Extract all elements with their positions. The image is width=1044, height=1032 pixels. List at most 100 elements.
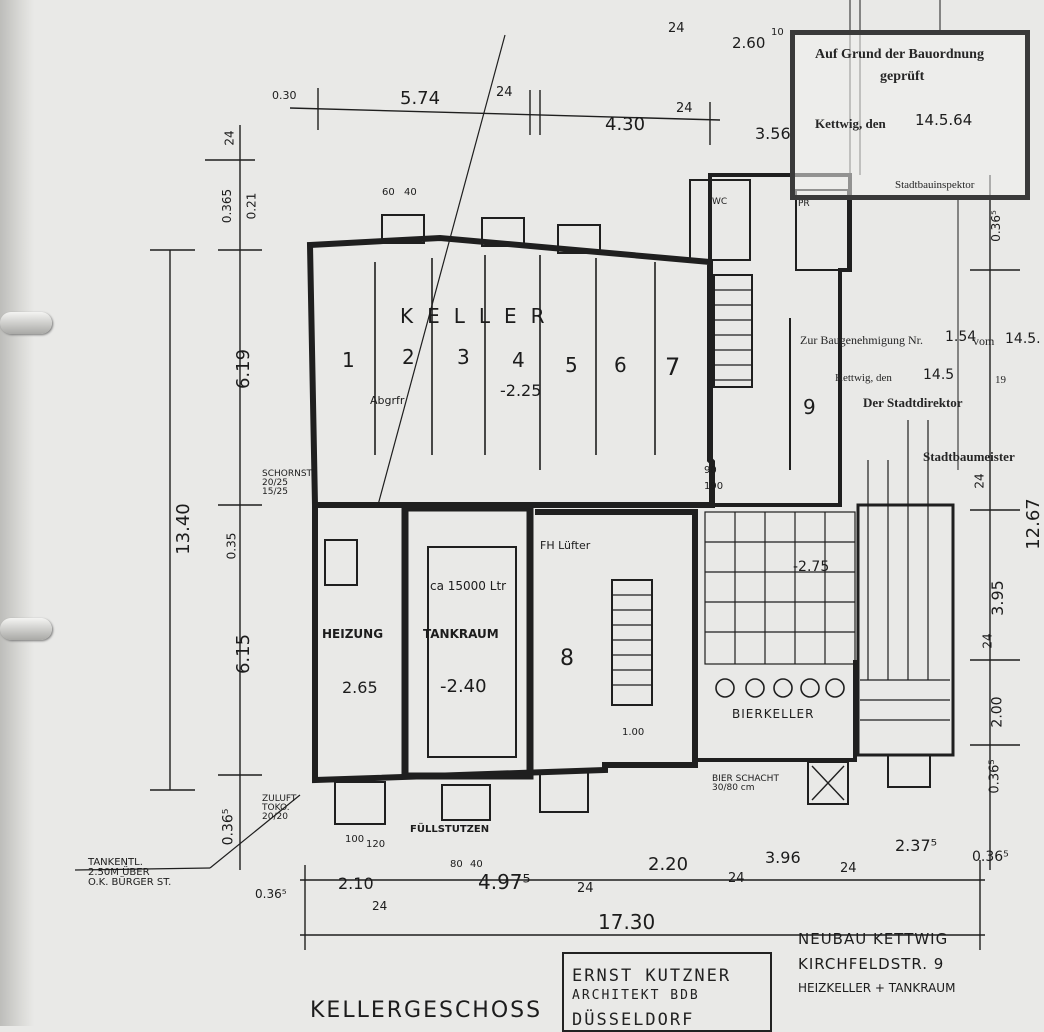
dim-left: 24	[222, 130, 237, 146]
tile-grid	[704, 511, 856, 665]
dim-bottom: 4.97⁵	[478, 870, 531, 894]
dim-right: 12.67	[1022, 498, 1044, 550]
room-number: 8	[560, 646, 574, 671]
dim-window: 100	[345, 834, 365, 845]
dim-left: 0.365	[220, 188, 235, 224]
boiler	[324, 539, 358, 586]
dim-bottom: 24	[372, 899, 388, 913]
dim-window: 120	[366, 839, 386, 850]
dim-bottom: 2.20	[648, 854, 689, 875]
dim-right: 0.36⁵	[988, 210, 1003, 242]
binder-ring	[0, 618, 52, 640]
outer-wall	[306, 234, 715, 508]
light-wells	[334, 214, 931, 825]
architect-line: DÜSSELDORF	[572, 1010, 695, 1030]
level-tank: -2.40	[440, 676, 487, 697]
dim-window: 1.00	[622, 727, 645, 738]
dim-bottom: 24	[728, 871, 745, 886]
stamp-year: 19	[995, 374, 1006, 386]
stamp-place: Kettwig, den	[815, 116, 886, 131]
dim-top: 24	[676, 101, 693, 116]
dim-top: 3.56	[755, 124, 791, 143]
dim-window: 90	[704, 465, 717, 476]
dim-bottom: 0.36⁵	[255, 887, 287, 901]
stamp-role: Stadtbaumeister	[923, 449, 1015, 464]
level-heating: 2.65	[342, 678, 378, 697]
stamp-number: 1.54	[945, 329, 977, 345]
dim-bottom: 2.10	[338, 874, 374, 893]
dim-top: 5.74	[400, 88, 441, 109]
wc-block	[689, 179, 751, 261]
room-number: 1	[342, 348, 355, 372]
dim-top: 2.60	[732, 34, 766, 52]
stamp-role: Stadtbauinspektor	[895, 179, 975, 191]
architect-stamp: ERNST KUTZNER ARCHITEKT BDB DÜSSELDORF	[562, 952, 772, 1032]
filling-pipe-label: FÜLLSTUTZEN	[410, 824, 490, 835]
dim-window: 190	[704, 481, 724, 492]
dim-left: 0.36⁵	[220, 808, 237, 846]
tank-room	[401, 504, 534, 780]
room-label-keller: KELLER	[400, 304, 559, 328]
dim-window: 40	[470, 859, 483, 870]
room-number: 9	[803, 395, 816, 419]
dim-bottom: 0.36⁵	[972, 849, 1009, 865]
architect-line: ARCHITEKT BDB	[572, 988, 700, 1003]
outer-wall	[700, 173, 852, 507]
wc-label: WC	[712, 197, 728, 207]
label-fh: FH Lüfter	[540, 539, 591, 552]
project-line: NEUBAU KETTWIG	[798, 930, 949, 948]
dim-left: 13.40	[172, 503, 194, 555]
dim-left: 0.35	[224, 532, 239, 560]
tank-capacity: ca 15000 Ltr	[430, 579, 507, 593]
dim-top: 10	[771, 27, 784, 38]
stamp-date: 14.5.64	[915, 111, 973, 129]
dim-bottom: 24	[840, 861, 857, 876]
dim-left: 6.15	[233, 633, 255, 675]
outer-wall	[693, 512, 857, 762]
dim-right: 3.95	[987, 580, 1007, 616]
stamp-place: Kettwig, den	[835, 372, 892, 384]
dimension-lines	[74, 0, 1020, 950]
dim-right: 0.36⁵	[987, 759, 1003, 794]
pr-label: PR	[798, 199, 810, 209]
dim-bottom: 17.30	[598, 910, 656, 934]
dim-window: 40	[404, 187, 417, 198]
permit-stamp: Zur Baugenehmigung Nr. 1.54 vom 14.5. Ke…	[795, 318, 1041, 468]
tank-note: TANKENTL. 2.50M ÜBER O.K. BÜRGER ST.	[88, 857, 172, 888]
level-stairs: -2.75	[793, 559, 830, 575]
architect-line: ERNST KUTZNER	[572, 966, 732, 986]
dim-left: 0.21	[244, 192, 259, 220]
dim-bottom: 24	[577, 881, 594, 896]
dim-right: 2.00	[989, 696, 1006, 728]
room-number: 3	[457, 345, 470, 369]
stamp-date: 14.5.	[1005, 331, 1041, 347]
annex	[856, 503, 955, 757]
label-abgr: Abgrfr	[370, 394, 405, 407]
air-inlet-label: ZULUFT TOKO. 20/20	[262, 794, 297, 822]
dim-window: 80	[450, 859, 463, 870]
dim-top: 0.30	[272, 89, 297, 102]
dim-right: 24	[980, 633, 995, 649]
room-number: 4	[512, 348, 525, 372]
binder-ring	[0, 312, 52, 334]
room-number: 5	[565, 353, 578, 377]
dim-left: 6.19	[233, 348, 255, 390]
binder-edge	[0, 0, 34, 1026]
project-line: HEIZKELLER + TANKRAUM	[798, 981, 956, 995]
staircase	[713, 274, 753, 388]
project-line: KIRCHFELDSTR. 9	[798, 955, 945, 973]
stamp-line: Auf Grund der Bauordnung	[815, 47, 984, 62]
beer-cellar-label: BIERKELLER	[732, 707, 815, 721]
stamp-date: 14.5	[923, 367, 955, 383]
room-number: 2	[402, 345, 415, 369]
stamp-role: Der Stadtdirektor	[863, 395, 963, 410]
room-number: 7	[665, 353, 681, 381]
dim-top: 24	[668, 21, 685, 36]
heating-room-label: HEIZUNG	[322, 627, 384, 641]
stamp-line: Zur Baugenehmigung Nr.	[800, 333, 923, 347]
beer-shaft-label: BIER SCHACHT 30/80 cm	[712, 774, 779, 793]
room-number: 6	[614, 353, 627, 377]
tank-vessel	[427, 546, 517, 758]
